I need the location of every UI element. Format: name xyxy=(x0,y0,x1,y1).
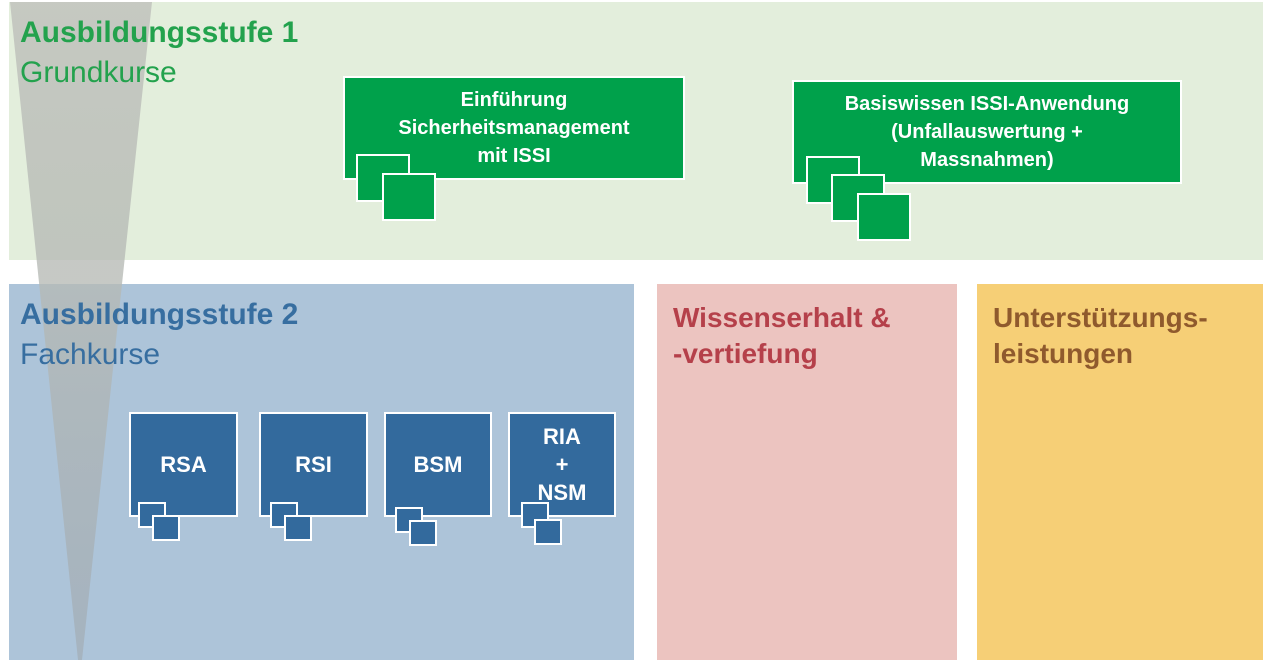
course-einfuehrung[interactable]: Einführung Sicherheitsmanagement mit ISS… xyxy=(343,76,685,180)
stage1-subtitle: Grundkurse xyxy=(20,56,177,89)
course-rsa[interactable]: RSA xyxy=(129,412,238,517)
unterstuetzung-panel: Unterstützungs- leistungen xyxy=(977,284,1263,660)
stack-square xyxy=(534,519,562,545)
stack-square xyxy=(152,515,180,541)
stack-square xyxy=(284,515,312,541)
course-bsm[interactable]: BSM xyxy=(384,412,492,517)
wissen-title: Wissenserhalt & -vertiefung xyxy=(673,302,891,369)
unterstuetzung-title: Unterstützungs- leistungen xyxy=(993,302,1208,369)
course-rsi[interactable]: RSI xyxy=(259,412,368,517)
course-ria-nsm[interactable]: RIA + NSM xyxy=(508,412,616,517)
stage2-subtitle: Fachkurse xyxy=(20,338,161,371)
stage1-title: Ausbildungsstufe 1 xyxy=(20,16,299,49)
stage2-title: Ausbildungsstufe 2 xyxy=(20,298,299,331)
wissen-panel: Wissenserhalt & -vertiefung xyxy=(657,284,957,660)
stack-square xyxy=(382,173,436,221)
stack-square xyxy=(857,193,911,241)
stack-square xyxy=(409,520,437,546)
